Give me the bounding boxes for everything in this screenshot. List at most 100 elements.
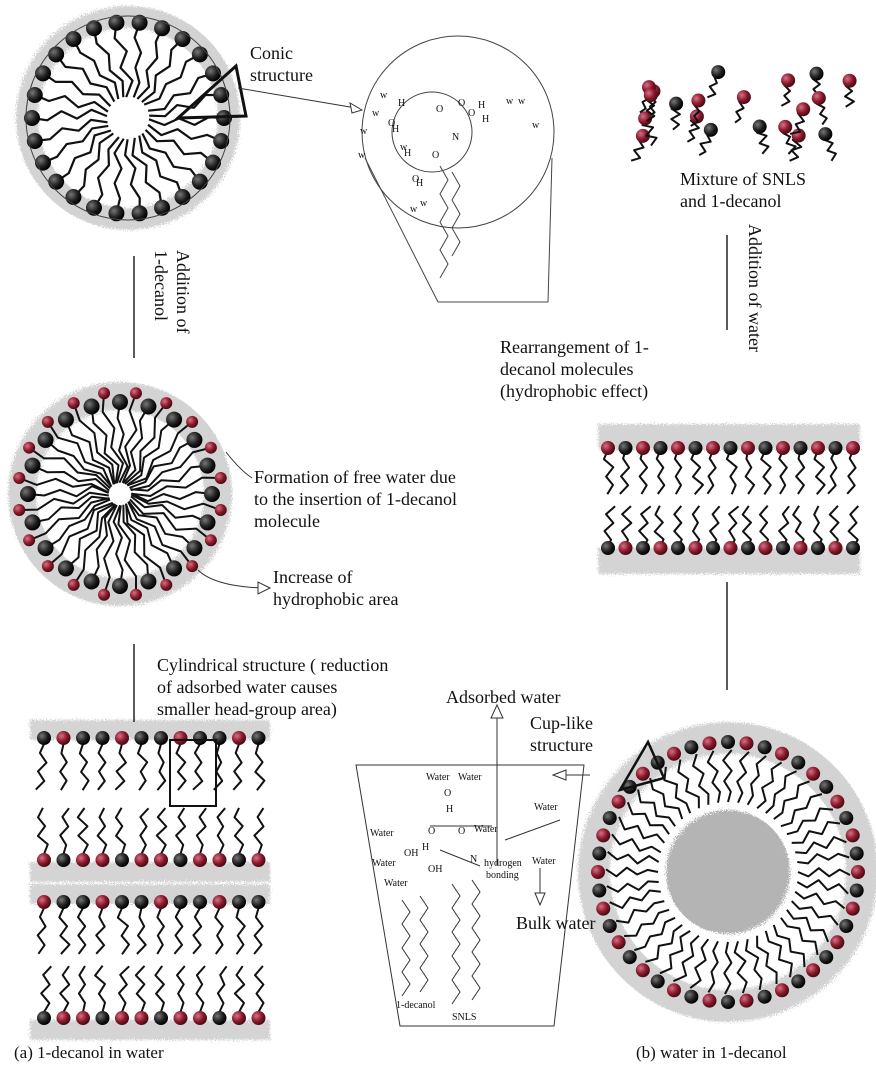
head-mixture xyxy=(644,88,658,102)
head-bilayer-left-top xyxy=(193,731,207,745)
head-mixture xyxy=(818,127,832,141)
head-mixture xyxy=(781,73,795,87)
tail-bilayer-left xyxy=(60,808,69,854)
tail-micelle-middle xyxy=(118,402,128,483)
head-micelle-reverse-outer xyxy=(636,767,650,781)
head-micelle-reverse-outer xyxy=(591,865,605,879)
tail-micelle-reverse xyxy=(616,901,664,923)
head-micelle-middle xyxy=(140,573,156,589)
head-micelle-middle xyxy=(23,442,35,454)
tail-bilayer-right xyxy=(675,450,681,494)
tail-micelle-reverse xyxy=(690,939,708,988)
head-bilayer-left-top xyxy=(213,895,227,909)
tail-micelle-top xyxy=(148,125,221,141)
head-micelle-middle xyxy=(166,560,182,576)
head-bilayer-right-top xyxy=(759,441,773,455)
label-mixture: Mixture of SNLS and 1-decanol xyxy=(680,168,806,212)
tail-micelle-reverse xyxy=(781,918,818,955)
tail-micelle-middle xyxy=(131,492,212,501)
tail-micelle-top xyxy=(146,130,213,163)
tail-bilayer-left xyxy=(60,744,67,790)
tail-bilayer-left xyxy=(157,744,165,790)
cup-water-label: Water xyxy=(532,856,556,867)
head-micelle-middle xyxy=(23,534,35,546)
head-bilayer-left-top xyxy=(57,731,71,745)
tail-bilayer-left xyxy=(60,966,69,1012)
head-micelle-top xyxy=(86,20,102,36)
head-bilayer-left-bottom xyxy=(232,853,246,867)
tail-bilayer-left xyxy=(233,744,241,790)
label-adsorbed-water: Adsorbed water xyxy=(446,686,560,708)
tail-micelle-reverse xyxy=(737,752,749,803)
cone-h-label: H xyxy=(478,100,485,111)
tail-bilayer-left xyxy=(95,966,105,1012)
head-micelle-middle xyxy=(186,432,202,448)
head-mixture xyxy=(691,94,705,108)
head-micelle-reverse-outer xyxy=(596,902,610,916)
label-hydrophobic-area: Increase of hydrophobic area xyxy=(273,566,398,610)
head-micelle-middle xyxy=(13,504,25,516)
tail-bilayer-left xyxy=(196,966,205,1012)
tail-micelle-top xyxy=(43,73,110,106)
cup-h-label: H xyxy=(446,804,453,815)
head-micelle-middle xyxy=(25,514,41,530)
tail-micelle-top xyxy=(94,137,119,208)
head-micelle-reverse-outer xyxy=(721,995,735,1009)
tail-micelle-top xyxy=(35,120,108,141)
cup-water-label: Water xyxy=(474,824,498,835)
head-micelle-reverse-outer xyxy=(651,974,665,988)
label-conic-structure: Conic structure xyxy=(250,42,313,86)
cone-w-label: w xyxy=(372,108,380,119)
head-bilayer-left-bottom xyxy=(154,853,168,867)
head-bilayer-left-top xyxy=(135,731,149,745)
tail-bilayer-left xyxy=(137,908,146,954)
head-bilayer-left-bottom xyxy=(174,1011,188,1025)
head-bilayer-left-bottom xyxy=(193,1011,207,1025)
tail-bilayer-left xyxy=(140,808,148,854)
tail-micelle-reverse xyxy=(673,936,699,982)
tail-micelle-reverse xyxy=(708,941,718,992)
head-micelle-reverse-outer xyxy=(806,963,820,977)
tail-micelle-reverse xyxy=(693,754,708,805)
head-micelle-reverse-outer xyxy=(592,846,606,860)
head-bilayer-left-top xyxy=(174,895,188,909)
cone-w-label: w xyxy=(532,120,540,131)
head-micelle-reverse-outer xyxy=(819,780,833,794)
head-bilayer-left-bottom xyxy=(96,853,110,867)
head-micelle-middle xyxy=(84,573,100,589)
tail-micelle-top xyxy=(133,138,163,208)
tail-bilayer-left xyxy=(235,808,244,854)
head-micelle-reverse-outer xyxy=(839,919,853,933)
head-micelle-middle xyxy=(130,589,142,601)
head-micelle-middle xyxy=(98,387,110,399)
head-micelle-top xyxy=(213,87,229,103)
head-micelle-reverse-outer xyxy=(667,747,681,761)
head-bilayer-left-bottom xyxy=(193,853,207,867)
head-bilayer-left-top xyxy=(193,895,207,909)
cone-w-label: w xyxy=(420,198,428,209)
head-bilayer-left-top xyxy=(96,895,110,909)
tail-micelle-reverse xyxy=(795,837,846,853)
head-bilayer-right-bottom xyxy=(794,541,808,555)
head-micelle-reverse-outer xyxy=(851,865,865,879)
head-micelle-top xyxy=(175,31,191,47)
label-cylindrical: Cylindrical structure ( reduction of ads… xyxy=(157,654,388,720)
tail-micelle-top xyxy=(94,28,123,97)
head-micelle-top xyxy=(48,174,64,190)
head-micelle-top xyxy=(65,31,81,47)
head-micelle-reverse-outer xyxy=(702,994,716,1008)
head-micelle-top xyxy=(65,189,81,205)
tail-bilayer-left xyxy=(136,966,145,1012)
tail-bilayer-left xyxy=(218,966,227,1012)
head-micelle-top xyxy=(35,65,51,81)
tail-bilayer-left xyxy=(255,966,264,1012)
tail-micelle-top xyxy=(56,131,111,182)
cup-bonding-label: bonding xyxy=(486,870,519,881)
cup-o-label: O xyxy=(444,788,451,799)
head-bilayer-left-bottom xyxy=(232,1011,246,1025)
cone-o-label: O xyxy=(468,108,475,119)
head-micelle-reverse-outer xyxy=(775,983,789,997)
label-bulk-water: Bulk water xyxy=(516,912,595,934)
head-micelle-reverse-outer xyxy=(791,756,805,770)
